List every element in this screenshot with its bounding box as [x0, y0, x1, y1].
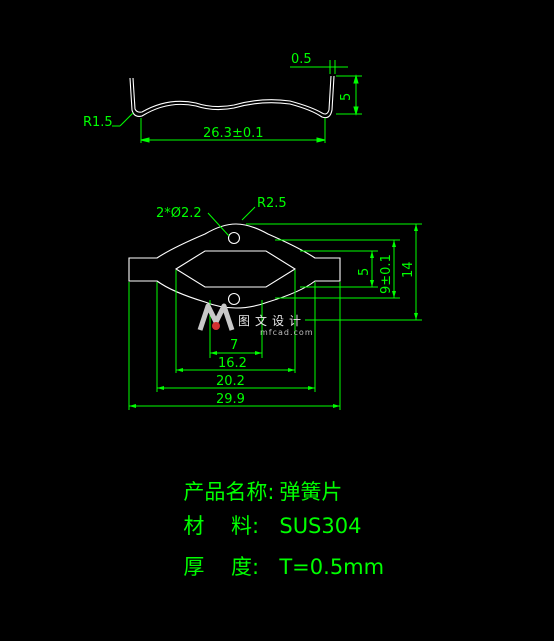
watermark-sub: mfcad.com: [260, 328, 314, 337]
top-dim-texts: 0.5 5 R1.5 26.3±0.1: [83, 52, 354, 141]
dim-height-top: 5: [339, 93, 354, 101]
profile-inner: [132, 75, 332, 115]
info-material-row: 材 料: SUS304: [170, 486, 361, 540]
dim-radius-mid: R2.5: [257, 196, 287, 211]
dim-14: 14: [401, 261, 416, 278]
dim-radius-top: R1.5: [83, 115, 113, 130]
inner-diamond: [174, 250, 297, 288]
info-name-value: 弹簧片: [279, 480, 343, 504]
hole-top-icon: [227, 231, 241, 245]
dim-20-2: 20.2: [216, 374, 245, 389]
info-thickness-label: 厚 度:: [183, 555, 260, 579]
info-name-label: 产品名称:: [183, 480, 275, 504]
info-thickness-value: T=0.5mm: [279, 555, 385, 579]
front-dimensions: [128, 206, 422, 410]
side-profile: [129, 75, 335, 119]
front-arrows: [129, 224, 418, 408]
dim-5: 5: [357, 268, 372, 276]
info-material-label: 材 料:: [183, 514, 260, 538]
front-dim-texts: 2*Ø2.2 R2.5 5 9±0.1 14 7 16.2 20.2 29.9: [156, 196, 416, 407]
dim-9: 9±0.1: [379, 254, 394, 294]
hole-bottom-icon: [227, 292, 241, 306]
watermark-text: 图文设计: [238, 314, 307, 328]
info-name-row: 产品名称:弹簧片: [170, 452, 342, 506]
profile-outer: [129, 75, 335, 119]
dim-holes: 2*Ø2.2: [156, 206, 202, 221]
watermark: 图文设计 mfcad.com: [196, 300, 313, 340]
dim-length-top: 26.3±0.1: [203, 126, 264, 141]
watermark-logo-icon: [197, 303, 235, 331]
dim-16-2: 16.2: [218, 356, 247, 371]
info-material-value: SUS304: [279, 514, 362, 538]
info-thickness-row: 厚 度: T=0.5mm: [170, 527, 384, 581]
outer-contour: [128, 223, 341, 309]
top-dimensions: [112, 60, 362, 143]
dim-7: 7: [230, 338, 238, 353]
front-outline: [128, 223, 341, 309]
dim-29-9: 29.9: [216, 392, 245, 407]
dim-thickness-top: 0.5: [291, 52, 312, 67]
